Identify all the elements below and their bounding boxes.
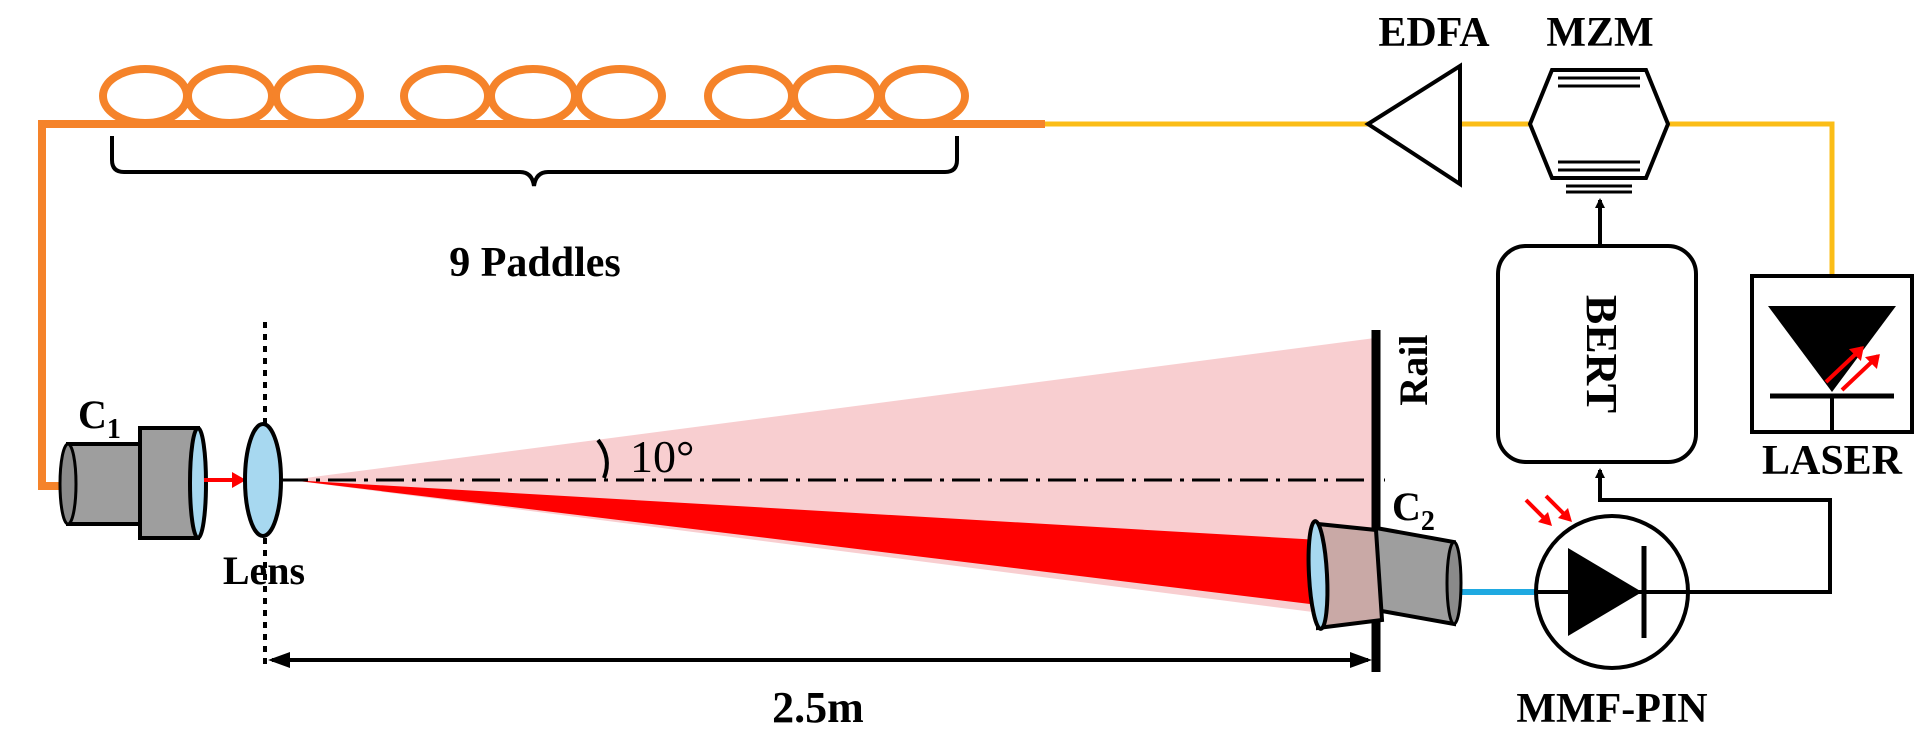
fiber-orange	[38, 120, 1045, 490]
paddle-loop	[790, 65, 882, 127]
incoming-light-arrows-icon	[1524, 494, 1572, 526]
rail-label: Rail	[1391, 334, 1436, 405]
fiber-yellow-mzm-laser	[1668, 121, 1835, 278]
c1-label: C1	[78, 392, 121, 445]
collimator-c2	[1306, 519, 1463, 631]
lens	[243, 422, 283, 538]
paddle-loop	[487, 65, 579, 127]
mzm-label: MZM	[1546, 10, 1653, 56]
paddle-loop	[877, 65, 969, 127]
paddle-loop	[704, 65, 796, 127]
bert-label: BERT	[1577, 295, 1626, 413]
pin-label: MMF-PIN	[1516, 686, 1707, 732]
distance-dimension	[268, 652, 1372, 668]
paddle-loop	[272, 65, 364, 127]
collimator-c1	[58, 426, 208, 540]
fiber-paddles	[99, 65, 969, 127]
edfa-amplifier	[1364, 62, 1462, 188]
paddle-loop	[400, 65, 492, 127]
mzm-modulator	[1527, 68, 1671, 194]
laser-beam	[290, 480, 1320, 604]
paddle-loop	[184, 65, 276, 127]
pin-to-bert-line	[1595, 468, 1832, 594]
edfa-label: EDFA	[1378, 10, 1490, 56]
laser-source	[1750, 274, 1914, 434]
c2-label: C2	[1392, 484, 1435, 537]
laser-label: LASER	[1762, 438, 1903, 484]
mmf-pin-photodiode	[1534, 514, 1690, 670]
paddle-loop	[574, 65, 666, 127]
paddles-brace	[110, 136, 959, 187]
angle-label: 10°	[630, 431, 694, 482]
paddles-label: 9 Paddles	[449, 240, 621, 286]
lens-label: Lens	[223, 548, 305, 593]
distance-label: 2.5m	[772, 683, 864, 732]
angle-arc	[596, 438, 609, 479]
bert-box	[1496, 244, 1698, 464]
paddle-loop	[99, 65, 191, 127]
laser-diode-symbol	[1768, 306, 1896, 392]
